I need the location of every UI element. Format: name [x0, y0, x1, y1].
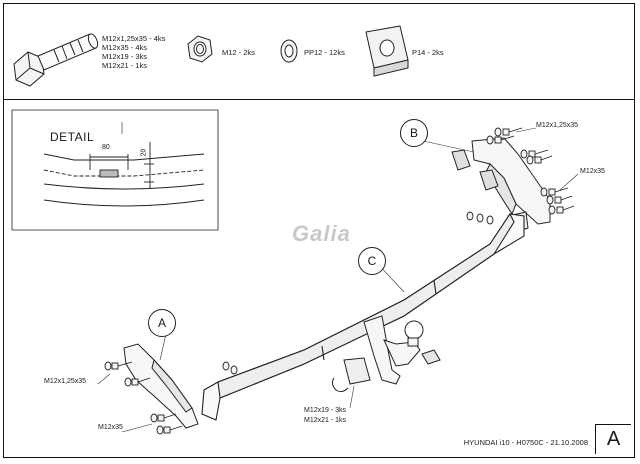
bolt-icon [13, 33, 99, 87]
sheet-letter: A [595, 424, 631, 454]
label-ball-1: M12x19 - 3ks [304, 407, 347, 414]
bracket-b-bolts [466, 127, 575, 225]
label-b-bottom: M12x35 [580, 168, 605, 175]
brand-logo: Galia [292, 221, 351, 246]
nut-icon [187, 35, 213, 63]
drawing-number: HYUNDAI i10 - H0750C - 21.10.2008 [463, 438, 588, 447]
bracket-a-bolts [104, 361, 238, 435]
parts-icons [13, 25, 409, 87]
assembly-drawing [11, 109, 579, 435]
label-a-bottom: M12x35 [98, 424, 123, 431]
callout-c: C [358, 247, 386, 275]
part-line: M12x35 - 4ks [102, 43, 148, 52]
drawing-sheet: M12x1,25x35 - 4ks M12x35 - 4ks M12x19 - … [3, 3, 635, 458]
square-plate-icon [365, 25, 409, 77]
label-ball-2: M12x21 - 1ks [304, 417, 347, 424]
bolt-part-label: M12x1,25x35 - 4ks M12x35 - 4ks M12x19 - … [102, 34, 165, 70]
label-a-top: M12x1,25x35 [44, 378, 87, 385]
towball-assembly [331, 315, 441, 393]
callout-a: A [148, 309, 176, 337]
washer-part-label: PP12 - 12ks [304, 48, 345, 57]
part-line: M12x21 - 1ks [102, 61, 148, 70]
part-line: M12x1,25x35 - 4ks [102, 34, 166, 43]
detail-title: DETAIL [50, 130, 95, 144]
callout-b: B [400, 119, 428, 147]
nut-part-label: M12 - 2ks [222, 48, 255, 57]
detail-view [11, 109, 219, 231]
plate-part-label: P14 - 2ks [412, 48, 444, 57]
crossbar-beam [201, 212, 525, 421]
washer-icon [280, 39, 298, 63]
label-b-top: M12x1,25x35 [536, 122, 579, 129]
parts-list: M12x1,25x35 - 4ks M12x35 - 4ks M12x19 - … [4, 4, 634, 100]
detail-height-dim: 20 [140, 148, 148, 157]
bracket-a [123, 343, 199, 429]
detail-width-dim: 80 [102, 144, 110, 151]
part-line: M12x19 - 3ks [102, 52, 148, 61]
